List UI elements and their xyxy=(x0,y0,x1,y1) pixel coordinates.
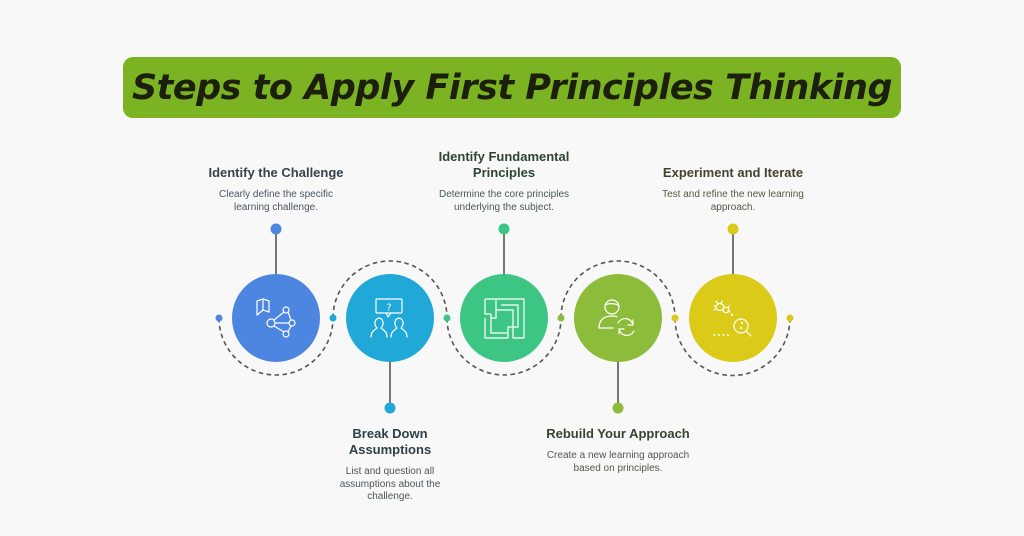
step-1-label: Identify the Challenge Clearly define th… xyxy=(191,165,361,214)
path-dots xyxy=(215,314,794,322)
path-dot xyxy=(557,314,565,322)
path-dot xyxy=(671,314,679,322)
step-2-title: Break Down Assumptions xyxy=(348,426,432,457)
person-refresh-icon xyxy=(598,299,635,337)
foundation-blocks-icon xyxy=(484,298,525,339)
people-question-icon: ? xyxy=(370,298,408,338)
step-3-description: Determine the core principles underlying… xyxy=(438,189,570,213)
step-3-circle xyxy=(460,274,548,362)
step-5-title: Experiment and Iterate xyxy=(662,165,804,180)
svg-text:?: ? xyxy=(386,303,391,314)
path-dot xyxy=(443,314,451,322)
path-dot xyxy=(786,314,794,322)
step-4-circle xyxy=(574,274,662,362)
connector-dot-5 xyxy=(727,223,739,235)
step-2-circle xyxy=(346,274,434,362)
path-dot xyxy=(329,314,337,322)
step-3-title: Identify Fundamental Principles xyxy=(438,149,570,180)
connector-dot-4 xyxy=(612,402,624,414)
step-5-circle xyxy=(689,274,777,362)
step-1-title: Identify the Challenge xyxy=(208,165,344,180)
step-4-title: Rebuild Your Approach xyxy=(546,426,690,441)
page-title: Steps to Apply First Principles Thinking xyxy=(131,67,893,108)
step-4-label: Rebuild Your Approach Create a new learn… xyxy=(528,426,708,475)
connector-dot-3 xyxy=(498,223,510,235)
title-banner: Steps to Apply First Principles Thinking xyxy=(123,57,901,118)
dashed-path xyxy=(218,260,791,377)
step-5-description: Test and refine the new learning approac… xyxy=(662,189,804,213)
path-dot xyxy=(215,314,223,322)
step-2-description: List and question all assumptions about … xyxy=(339,466,441,502)
connector-dot-1 xyxy=(270,223,282,235)
book-network-icon xyxy=(256,298,296,338)
step-2-label: Break Down Assumptions List and question… xyxy=(315,426,465,504)
step-5-label: Experiment and Iterate Test and refine t… xyxy=(643,165,823,214)
connector-dot-2 xyxy=(384,402,396,414)
step-1-description: Clearly define the specific learning cha… xyxy=(219,189,333,213)
step-4-description: Create a new learning approach based on … xyxy=(546,450,690,474)
connectors xyxy=(275,229,734,408)
bug-search-icon xyxy=(713,300,752,337)
step-3-label: Identify Fundamental Principles Determin… xyxy=(414,149,594,214)
